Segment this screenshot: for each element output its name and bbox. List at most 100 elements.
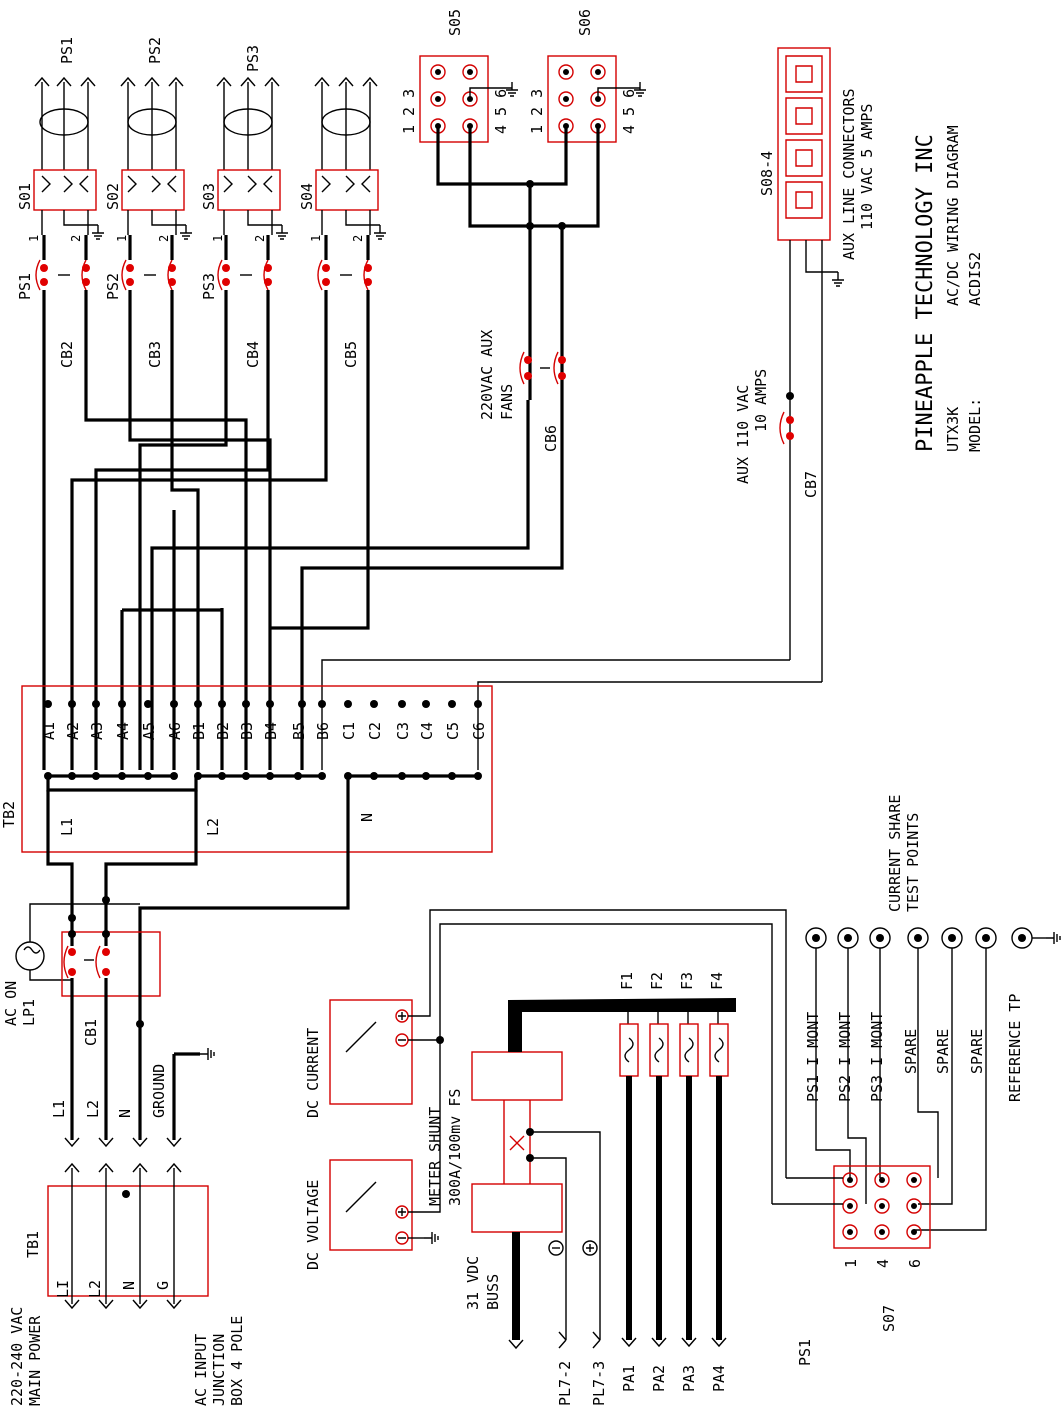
tb2-terminal-b1: B1 <box>190 722 208 740</box>
tb2-terminal-b2: B2 <box>214 722 232 740</box>
power-supply-outputs: PS1 PS2 PS3 S01 S02 S03 S04 <box>16 37 387 240</box>
breaker-pair <box>317 259 372 291</box>
dc-voltage-meter <box>329 1159 413 1251</box>
title-line2b: AC/DC WIRING DIAGRAM <box>944 125 962 306</box>
breaker-pair <box>121 259 176 291</box>
breaker-cb7: AUX 110 VAC 10 AMPS CB7 <box>734 369 820 498</box>
ps1-output-group <box>33 77 105 240</box>
shunt-label-2: 300A/100mv FS <box>446 1089 464 1206</box>
main-power-label-1: 220-240 VAC <box>8 1307 26 1406</box>
breaker-ps2-label: PS2 <box>104 273 122 300</box>
tb1-label: TB1 <box>24 1231 42 1258</box>
pa1-label: PA1 <box>620 1365 638 1392</box>
buss-label-1: 31 VDC <box>464 1256 482 1310</box>
ac-on-section: AC ON LP1 CB1 L1 L2 N GROUND <box>2 880 215 1147</box>
tp-spare-3-label: SPARE <box>968 1029 986 1074</box>
breaker-ps1-label: PS1 <box>16 273 34 300</box>
lamp-lp1 <box>15 941 45 971</box>
pin-1-label: 1 <box>309 235 323 242</box>
input-line-n: N <box>116 1109 134 1118</box>
dc-voltage-label: DC VOLTAGE <box>304 1180 322 1270</box>
ps2-output-group <box>120 77 193 240</box>
aux110-label-1: AUX 110 VAC <box>734 385 752 484</box>
title-line3a: MODEL: <box>966 398 984 452</box>
tb2-terminal-a4: A4 <box>114 722 132 740</box>
ps3-output-group <box>216 77 289 240</box>
pa4-label: PA4 <box>710 1365 728 1392</box>
pin-2-label: 2 <box>157 235 171 242</box>
tb2-terminal-a5: A5 <box>140 722 158 740</box>
tb1-term-g: G <box>154 1281 172 1290</box>
main-power-label-2: MAIN POWER <box>26 1315 44 1406</box>
tb2-bus-l1: L1 <box>58 818 76 836</box>
s06-pins-b: 4 5 6 <box>620 89 638 134</box>
tb2-terminal-a3: A3 <box>88 722 106 740</box>
fuse-f3-label: F3 <box>678 972 696 990</box>
input-line-l1: L1 <box>50 1100 68 1118</box>
junction-label-3: BOX 4 POLE <box>228 1316 246 1406</box>
s07-pin-1: 1 <box>842 1259 860 1268</box>
junction-label-2: JUNCTION <box>210 1334 228 1406</box>
tp-spare-2-label: SPARE <box>934 1029 952 1074</box>
company-name: PINEAPPLE TECHNOLOGY INC <box>913 134 938 452</box>
reference-tp-label: REFERENCE TP <box>1006 994 1024 1102</box>
tb2-terminal-a6: A6 <box>166 722 184 740</box>
tb2-terminal-a2: A2 <box>64 722 82 740</box>
dc-meters: DC CURRENT DC VOLTAGE <box>304 909 787 1270</box>
tb1-term-l1: LI <box>54 1280 72 1298</box>
aux-line-connectors: S08-4 AUX LINE CONNECTORS 110 VAC 5 AMPS <box>758 47 876 682</box>
fuse-f1-label: F1 <box>618 972 636 990</box>
test-points: CURRENT SHARE TEST POINTS PS1 I MONT PS2… <box>804 795 1061 1231</box>
breaker-cb2-label: CB2 <box>58 341 76 368</box>
tb2-terminal-c3: C3 <box>394 722 412 740</box>
aux110-label-2: 10 AMPS <box>752 369 770 432</box>
pl7-3-label: PL7-3 <box>590 1361 608 1406</box>
title-line3b: ACDIS2 <box>966 252 984 306</box>
s06-pins-a: 1 2 3 <box>528 89 546 134</box>
test-points-header-1: CURRENT SHARE <box>886 795 904 912</box>
shunt-label-1: METER SHUNT <box>426 1107 444 1206</box>
tb2-terminal-b5: B5 <box>290 722 308 740</box>
breaker-cb3-label: CB3 <box>146 341 164 368</box>
fuse-f2-label: F2 <box>648 972 666 990</box>
tp-spare-1-label: SPARE <box>902 1029 920 1074</box>
breaker-cb4-label: CB4 <box>244 341 262 368</box>
breaker-pair <box>35 259 90 291</box>
fuse-f4-label: F4 <box>708 972 726 990</box>
tb2-terminal-b6: B6 <box>314 722 332 740</box>
tb2-terminal-c4: C4 <box>418 722 436 740</box>
aux-line-label-2: 110 VAC 5 AMPS <box>858 104 876 230</box>
title-block: PINEAPPLE TECHNOLOGY INC UTX3K AC/DC WIR… <box>913 125 984 452</box>
socket-s06-label: S06 <box>576 9 594 36</box>
socket-s05-label: S05 <box>446 9 464 36</box>
pin-1-label: 1 <box>27 235 41 242</box>
pin-1-label: 1 <box>115 235 129 242</box>
aux-line-label-1: AUX LINE CONNECTORS <box>840 88 858 260</box>
s07-ps1-label: PS1 <box>796 1339 814 1366</box>
tb2-terminal-b3: B3 <box>238 722 256 740</box>
breaker-ps3-label: PS3 <box>200 273 218 300</box>
tb2-terminal-c6: C6 <box>470 722 488 740</box>
buss-label-2: BUSS <box>484 1274 502 1310</box>
fuse-bank: F1 F2 F3 F4 PA1 PA2 PA3 PA4 <box>618 972 729 1392</box>
breaker-row: 1 2 1 2 1 2 1 2 <box>16 235 372 368</box>
s08-label: S08-4 <box>758 151 776 196</box>
socket-s05 <box>419 55 489 143</box>
terminal-block-tb1: TB1 LI L2 N G 220-240 VAC MAIN POWER AC … <box>8 1163 246 1406</box>
pa3-label: PA3 <box>680 1365 698 1392</box>
tb2-terminal-c5: C5 <box>444 722 462 740</box>
tb2-label: TB2 <box>0 801 18 828</box>
tb2-terminal-c2: C2 <box>366 722 384 740</box>
s05-pins-b: 4 5 6 <box>492 89 510 134</box>
tb2-terminal-b4: B4 <box>262 722 280 740</box>
pin-2-label: 2 <box>69 235 83 242</box>
pin-2-label: 2 <box>253 235 267 242</box>
pin-1-label: 1 <box>211 235 225 242</box>
socket-s07: 1 4 6 S07 PS1 <box>772 1165 931 1366</box>
dc-current-label: DC CURRENT <box>304 1028 322 1118</box>
breaker-cb6-label: CB6 <box>542 425 560 452</box>
socket-s02-label: S02 <box>104 183 122 210</box>
pl7-2-label: PL7-2 <box>556 1361 574 1406</box>
title-line2a: UTX3K <box>944 407 962 452</box>
